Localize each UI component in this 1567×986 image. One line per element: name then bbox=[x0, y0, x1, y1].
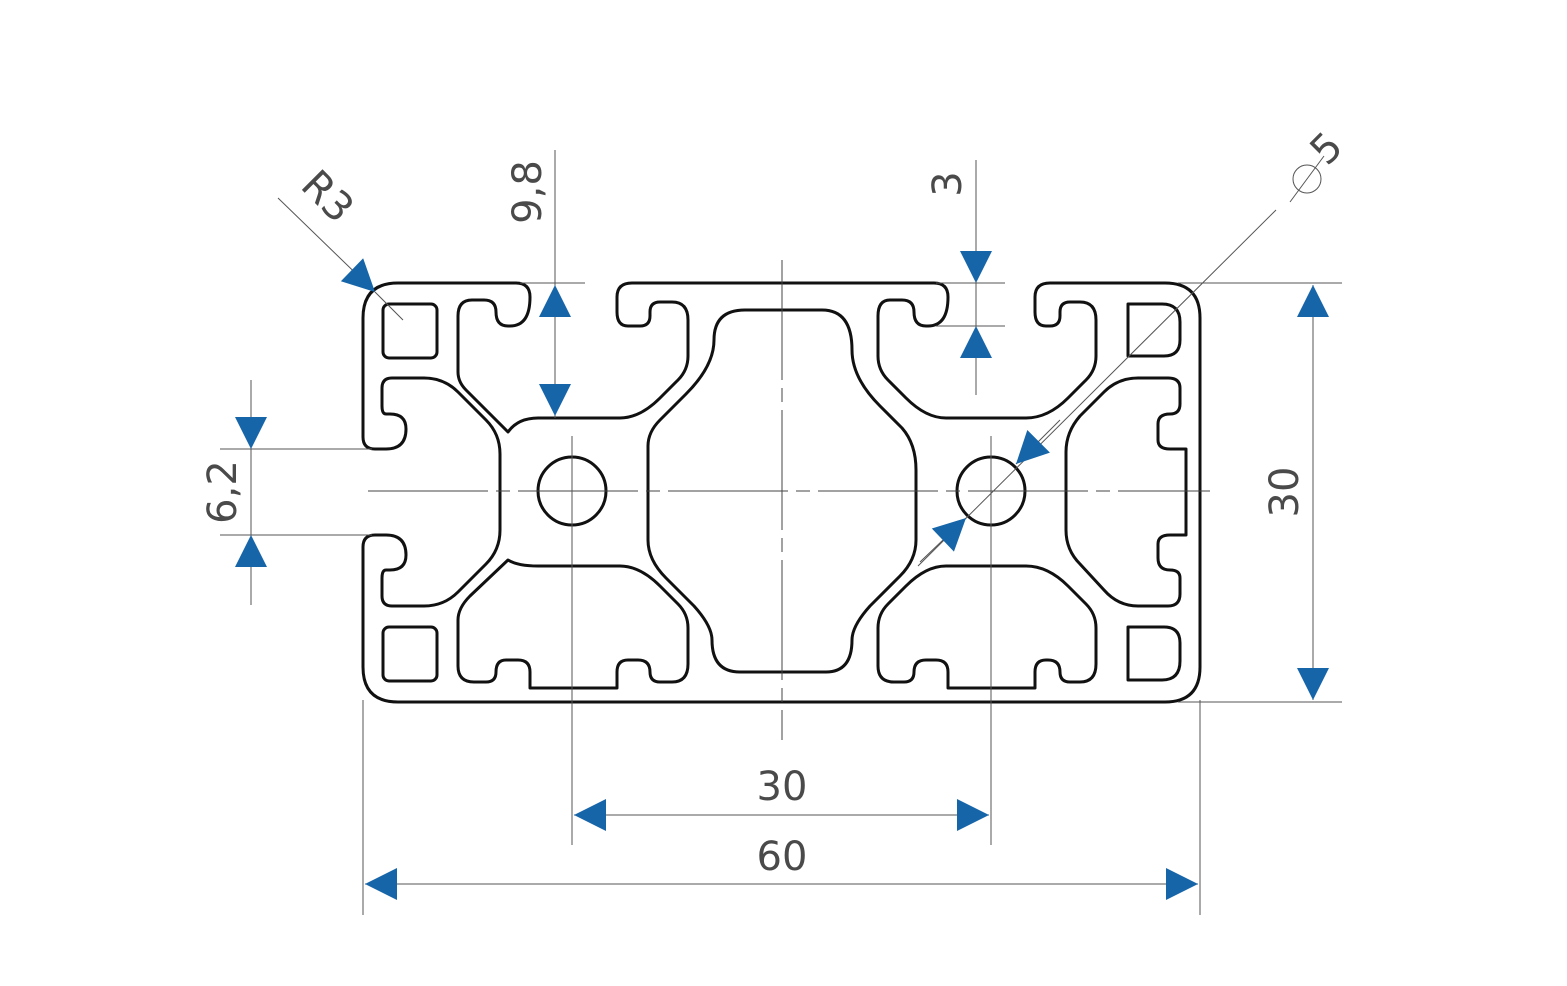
leader-bore bbox=[917, 209, 1277, 567]
dimension-labels: 60 30 30 6,2 9,8 3 R3 5 bbox=[200, 124, 1352, 880]
dim-label-width: 60 bbox=[757, 834, 808, 880]
slot-chamber-right bbox=[1064, 376, 1188, 608]
dim-label-height: 30 bbox=[1262, 467, 1308, 518]
leader-radius bbox=[277, 197, 376, 293]
corner-pocket-bottom-left bbox=[381, 625, 439, 683]
central-cavity bbox=[646, 308, 918, 674]
slot-chamber-lower-right bbox=[876, 564, 1098, 690]
dimension-lines bbox=[235, 150, 1329, 900]
dim-label-slot-width: 6,2 bbox=[200, 460, 246, 524]
corner-pocket-top-left bbox=[381, 302, 439, 360]
dim-label-wall: 3 bbox=[925, 171, 971, 196]
diameter-symbol bbox=[1292, 164, 1322, 194]
dim-label-bore: 5 bbox=[1302, 124, 1353, 175]
corner-pocket-bottom-right bbox=[1126, 625, 1182, 682]
center-lines bbox=[368, 260, 1210, 845]
corner-pocket-top-right bbox=[1126, 302, 1182, 358]
dim-label-slot-depth: 9,8 bbox=[505, 160, 551, 224]
dim-label-pitch: 30 bbox=[757, 764, 808, 810]
outer-contour bbox=[361, 281, 1202, 704]
slot-chamber-lower-left bbox=[456, 558, 690, 690]
